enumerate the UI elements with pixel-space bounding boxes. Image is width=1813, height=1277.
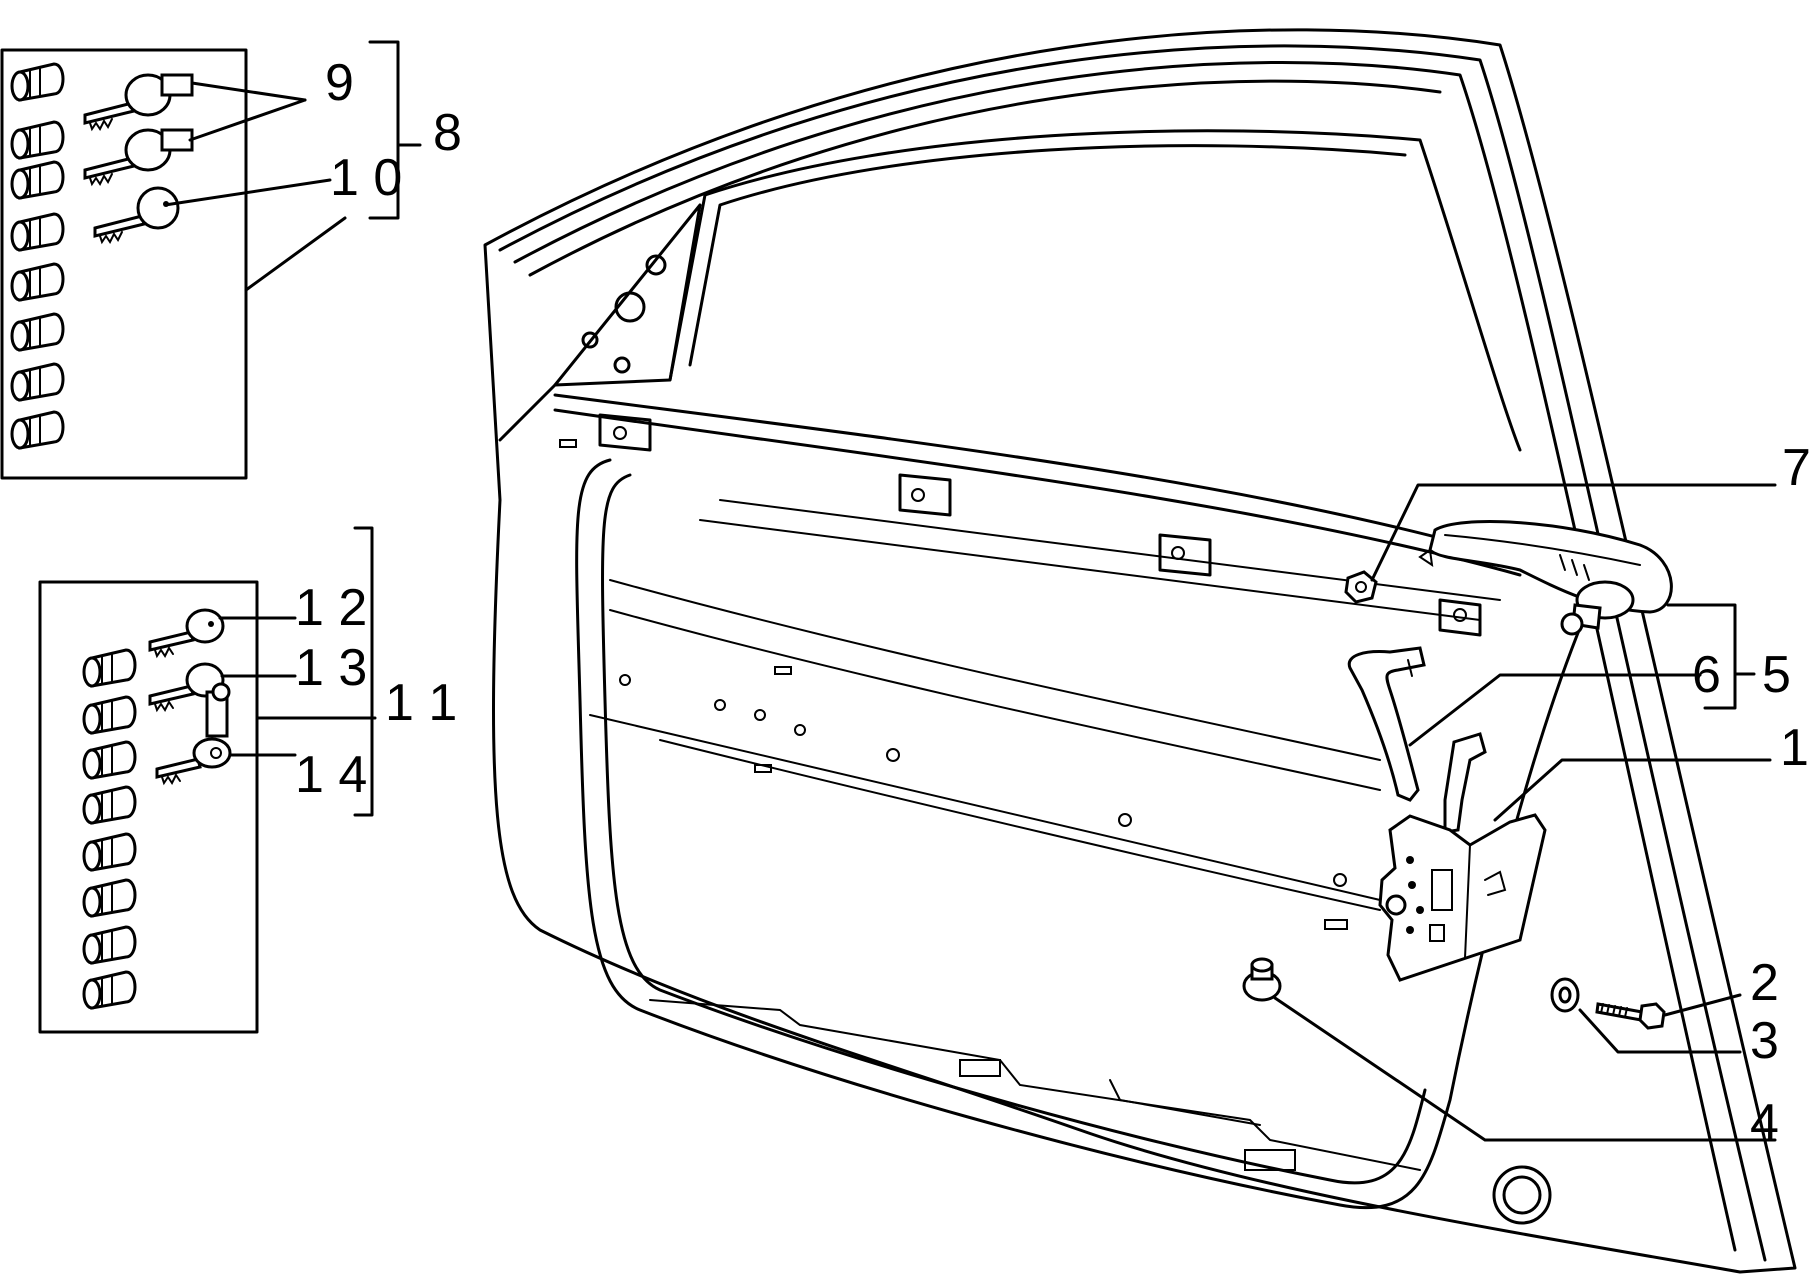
- lock-cylinder-icon: [82, 785, 137, 825]
- key-icon: [83, 73, 194, 132]
- plug-4: [1242, 957, 1282, 1002]
- callout-13: 1 3: [295, 639, 367, 697]
- key-icon: [148, 662, 231, 738]
- callout-5: 5: [1762, 646, 1791, 704]
- door-lock-1: [1378, 732, 1547, 982]
- callout-4: 4: [1750, 1094, 1779, 1152]
- washer-3: [1550, 977, 1580, 1013]
- callout-9: 9: [325, 54, 354, 112]
- lock-rod-6: [1347, 646, 1426, 802]
- key-icon: [155, 737, 232, 786]
- callout-12: 1 2: [295, 579, 367, 637]
- lock-cylinder-icon: [10, 362, 65, 402]
- exterior-handle: [1418, 520, 1673, 636]
- lock-cylinder-icon: [82, 970, 137, 1010]
- lock-set-box-8: [0, 48, 248, 480]
- key-icon: [93, 186, 180, 245]
- lock-cylinders-column-2: [82, 648, 137, 1010]
- nut-7: [1344, 570, 1378, 604]
- bolt-2: [1595, 1002, 1666, 1030]
- lock-cylinder-icon: [10, 120, 65, 160]
- lock-cylinder-icon: [10, 312, 65, 352]
- door-frame: [483, 28, 1797, 1274]
- leader-lines-right: [1273, 483, 1777, 1142]
- key-icon: [148, 608, 225, 659]
- lock-cylinder-icon: [10, 212, 65, 252]
- callout-2: 2: [1750, 954, 1779, 1012]
- callout-1: 1: [1780, 719, 1809, 777]
- lock-cylinder-icon: [82, 648, 137, 688]
- callout-7: 7: [1782, 439, 1811, 497]
- callout-8: 8: [433, 104, 462, 162]
- lock-cylinder-icon: [10, 262, 65, 302]
- lock-cylinder-icon: [82, 878, 137, 918]
- callout-6: 6: [1692, 646, 1721, 704]
- lock-cylinder-icon: [10, 160, 65, 200]
- callout-11: 1 1: [385, 674, 457, 732]
- lock-cylinder-icon: [82, 695, 137, 735]
- lock-set-box-11: [38, 580, 259, 1034]
- leader-lines-left: [218, 526, 377, 817]
- callout-3: 3: [1750, 1012, 1779, 1070]
- lock-cylinder-icon: [10, 410, 65, 450]
- callout-14: 1 4: [295, 746, 367, 804]
- callout-labels: 7 5 6 1 2 3 4 9 8 1 0 1 2 1 3 1 1 1 4: [295, 54, 1811, 1152]
- key-icon: [83, 128, 194, 187]
- leader-lines-top: [163, 40, 422, 292]
- lock-cylinder-icon: [82, 832, 137, 872]
- callout-10: 1 0: [330, 149, 402, 207]
- lock-cylinders-column-1: [10, 62, 65, 450]
- lock-cylinder-icon: [82, 740, 137, 780]
- lock-cylinder-icon: [82, 925, 137, 965]
- lock-cylinder-icon: [10, 62, 65, 102]
